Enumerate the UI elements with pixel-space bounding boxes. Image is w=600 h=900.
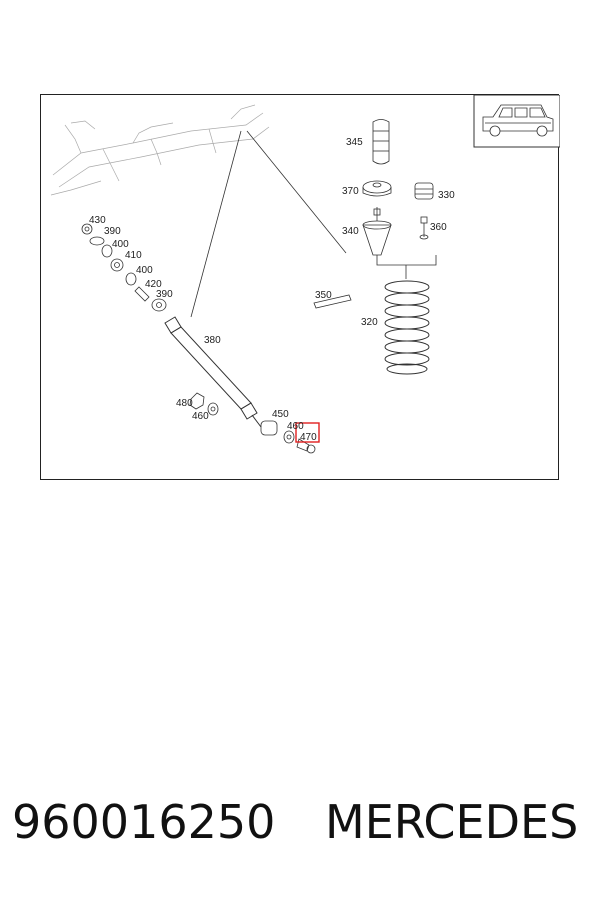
label-400-upper: 400	[112, 239, 129, 250]
brand-name: MERCEDES	[325, 795, 579, 849]
label-480: 480	[176, 398, 193, 409]
chassis-frame	[50, 104, 270, 196]
label-370: 370	[342, 186, 359, 197]
label-330: 330	[438, 190, 455, 201]
part-370-washer	[362, 180, 392, 197]
exploded-suspension-diagram: 345 370 330 340 360 350 320 430 390 400 …	[50, 95, 560, 454]
label-380: 380	[204, 335, 221, 346]
label-390-upper: 390	[104, 226, 121, 237]
label-320: 320	[361, 317, 378, 328]
part-330-rubber-pad	[414, 182, 434, 200]
part-345-bump-stop	[372, 119, 390, 165]
label-450: 450	[272, 409, 289, 420]
caption-bar: 960016250 MERCEDES	[0, 795, 600, 865]
part-340-spring-seat	[362, 207, 392, 256]
label-360: 360	[430, 222, 447, 233]
part-320-coil-spring	[384, 280, 430, 375]
label-460-left: 460	[192, 411, 209, 422]
label-460-right: 460	[287, 421, 304, 432]
label-345: 345	[346, 137, 363, 148]
part-470-highlight[interactable]	[295, 422, 320, 443]
label-340: 340	[342, 226, 359, 237]
upper-mount-hardware	[81, 223, 167, 312]
part-350-pin	[313, 294, 352, 309]
part-labels: 345 370 330 340 360 350 320 430 390 400 …	[89, 137, 455, 443]
label-390-lower: 390	[156, 289, 173, 300]
label-350: 350	[315, 290, 332, 301]
label-410: 410	[125, 250, 142, 261]
label-420: 420	[145, 279, 162, 290]
diagram-frame: 345 370 330 340 360 350 320 430 390 400 …	[40, 94, 560, 480]
label-430: 430	[89, 215, 106, 226]
part-380-shock-absorber	[164, 316, 262, 428]
label-400-lower: 400	[136, 265, 153, 276]
label-470: 470	[300, 432, 317, 443]
lower-mount-hardware	[189, 392, 316, 454]
vehicle-thumbnail	[473, 95, 560, 148]
part-number: 960016250	[12, 795, 276, 849]
part-360-bolt	[419, 216, 429, 240]
